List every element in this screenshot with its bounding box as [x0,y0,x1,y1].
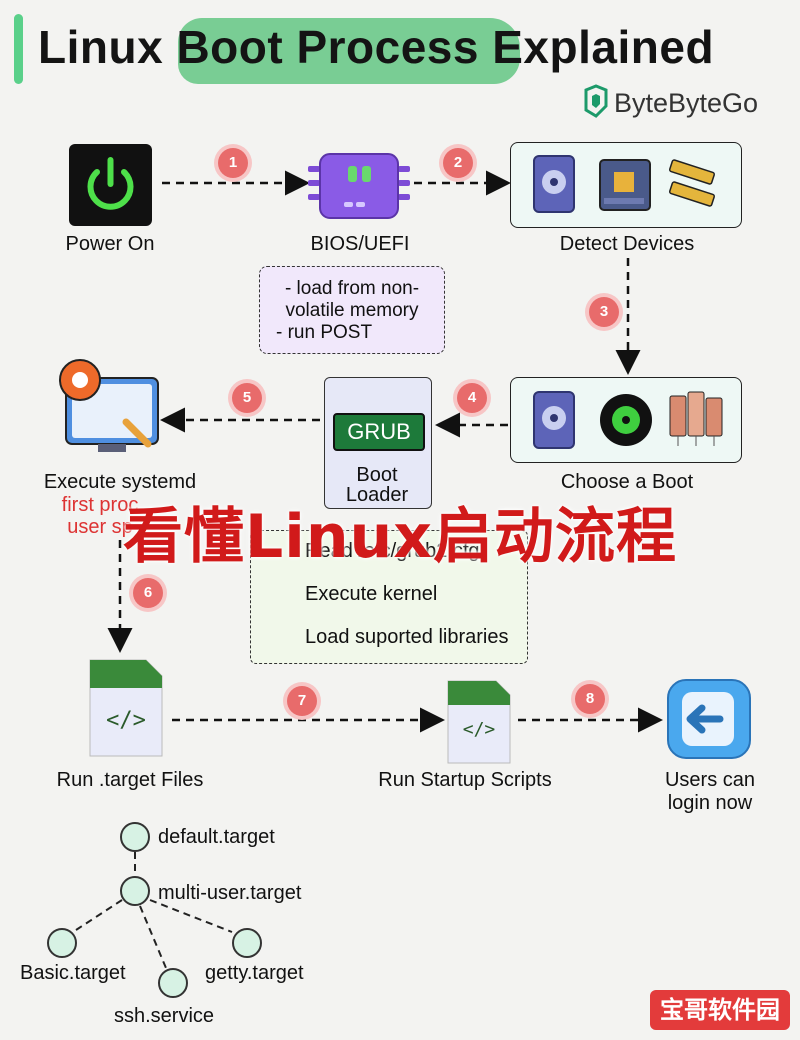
chip-icon [308,153,410,219]
target-file-icon: </> [88,656,164,760]
motherboard-icon [599,159,651,211]
grub-note-item3: Load suported libraries [305,626,509,648]
boot-device-icons [533,391,723,449]
step-badge-7: 7 [287,686,317,716]
tree-node-basic [47,928,77,958]
page-title: Linux Boot Process Explained [38,21,715,73]
brand-name: ByteByteGo [614,88,759,118]
power-on-label: Power On [65,233,155,255]
file-icon [89,659,163,757]
systemd-sub-line2: user sp [67,516,133,538]
tree-node-getty [232,928,262,958]
bios-label: BIOS/UEFI [310,233,410,255]
bios-note-line3: - run POST [276,322,373,343]
title-highlight [178,18,520,84]
boot-loader-line1: Boot [356,464,398,486]
run-target-label: Run .target Files [56,769,204,791]
step-badge-3: 3 [589,297,619,327]
memory-icon [668,159,716,207]
login-icon [667,679,751,759]
bios-note-line2: volatile memory [285,300,419,321]
hard-drive-icon [533,155,575,213]
hard-drive-icon [533,391,575,449]
run-startup-label: Run Startup Scripts [378,769,552,791]
step-badge-5: 5 [232,383,262,413]
boot-loader-line2: Loader [345,484,409,506]
title-accent-bar [14,14,23,84]
grub-note-item1: Read /etc/grub2.cfg [305,540,480,562]
choose-boot-label: Choose a Boot [560,471,694,493]
step-badge-2: 2 [443,148,473,178]
systemd-sub-line1: first proc [61,494,139,516]
tree-label-default: default.target [158,826,275,848]
bios-note-line1: - load from non- [284,278,420,299]
file-icon [447,680,511,764]
systemd-label: Execute systemd [43,471,197,493]
grub-note [250,530,528,664]
login-label-line2: login now [667,792,753,814]
tree-label-getty: getty.target [205,962,304,984]
bios-note [259,266,445,354]
server-icon [669,391,723,446]
step-badge-6: 6 [133,578,163,608]
disk-icon [600,394,652,446]
device-icons [533,155,716,213]
overlay-caption: 看懂Linux启动流程 [123,502,677,572]
code-symbol: </> [106,708,146,733]
login-label-line1: Users can [664,769,756,791]
tree-label-multi-user: multi-user.target [158,882,302,904]
watermark-badge: 宝哥软件园 [650,990,790,1030]
settings-monitor-icon [59,359,159,452]
code-symbol: </> [462,719,496,740]
step-badge-8: 8 [575,684,605,714]
tree-label-ssh: ssh.service [114,1005,215,1027]
power-icon [87,157,134,210]
step-badge-4: 4 [457,383,487,413]
detect-devices-label: Detect Devices [559,233,695,255]
startup-file-icon: </> [446,677,512,765]
tree-node-default [120,822,150,852]
grub-note-item2: Execute kernel [305,583,438,605]
tree-node-ssh [158,968,188,998]
tree-node-multi-user [120,876,150,906]
power-button-tile [69,144,152,226]
logo-icon [584,84,608,118]
grub-badge: GRUB [333,413,425,451]
tree-label-basic: Basic.target [20,962,126,984]
step-badge-1: 1 [218,148,248,178]
